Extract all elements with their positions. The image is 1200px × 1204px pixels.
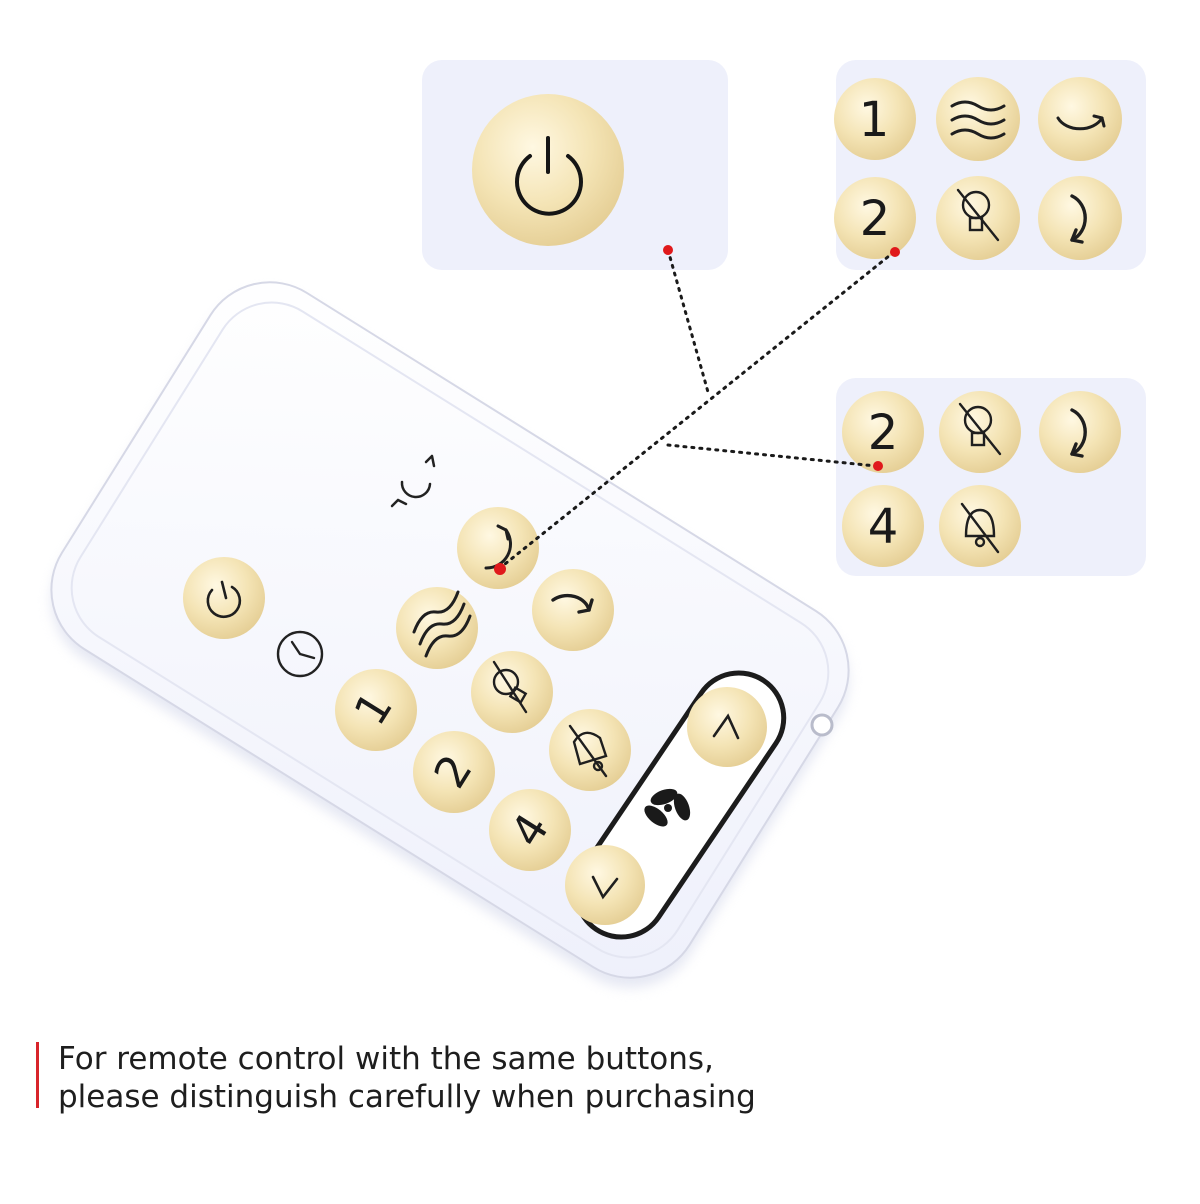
callout-leaders bbox=[498, 248, 896, 570]
rotate-icon bbox=[551, 593, 594, 614]
light-off-icon bbox=[492, 660, 528, 714]
callout-label-1: 1 bbox=[859, 92, 890, 148]
lanyard-hole bbox=[810, 713, 834, 737]
light-off-icon bbox=[958, 402, 1002, 456]
callout-panel-power bbox=[422, 60, 728, 270]
speed-control bbox=[565, 670, 787, 940]
swing-icon bbox=[1056, 114, 1106, 131]
fan-icon bbox=[644, 788, 691, 827]
callout-label-2: 2 bbox=[860, 191, 891, 247]
rotate-icon bbox=[1070, 408, 1087, 458]
wind-icon bbox=[412, 590, 472, 658]
swing-down-button[interactable] bbox=[457, 507, 539, 589]
callout-label-2b: 2 bbox=[868, 405, 899, 461]
rotate-button[interactable] bbox=[532, 569, 614, 651]
speed-up-button[interactable] bbox=[687, 687, 767, 767]
button-1[interactable]: 1 bbox=[335, 669, 417, 751]
caption-line-1: For remote control with the same buttons… bbox=[58, 1041, 714, 1077]
oscillate-icon bbox=[390, 454, 436, 508]
chevron-down-icon bbox=[591, 875, 619, 900]
button-4[interactable]: 4 bbox=[489, 789, 571, 871]
caption-accent-bar bbox=[36, 1042, 39, 1108]
mute-button[interactable] bbox=[549, 709, 631, 791]
bell-off-icon bbox=[568, 724, 608, 778]
callout-panel-buttons-top: 1 2 bbox=[834, 60, 1146, 270]
callout-panel-buttons-bottom: 2 4 bbox=[836, 378, 1146, 576]
callout-markers bbox=[494, 245, 900, 575]
power-icon bbox=[515, 136, 583, 216]
chevron-up-icon bbox=[712, 713, 740, 740]
clock-icon bbox=[276, 630, 324, 678]
callout-label-4: 4 bbox=[868, 499, 899, 555]
button-2[interactable]: 2 bbox=[413, 731, 495, 813]
bell-off-icon bbox=[960, 502, 1000, 554]
mode-button[interactable] bbox=[396, 587, 478, 669]
light-off-icon bbox=[956, 188, 1000, 242]
power-icon bbox=[206, 580, 242, 619]
speed-down-button[interactable] bbox=[565, 845, 645, 925]
caption-line-2: please distinguish carefully when purcha… bbox=[58, 1079, 756, 1115]
rotate-icon bbox=[1070, 194, 1087, 244]
power-button[interactable] bbox=[183, 557, 265, 639]
swing-icon bbox=[484, 524, 513, 570]
light-off-button[interactable] bbox=[471, 651, 553, 733]
wind-icon bbox=[950, 100, 1006, 140]
